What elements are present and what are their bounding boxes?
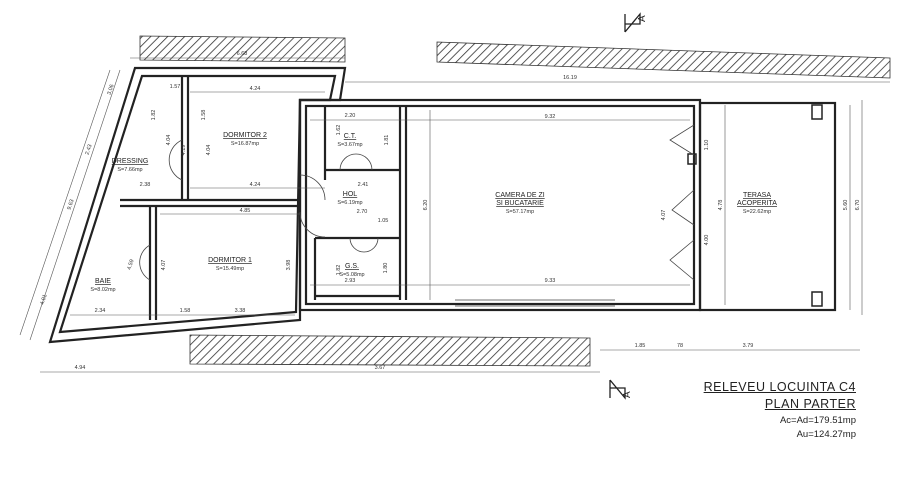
dimension-label: 1.58 (180, 308, 191, 314)
dimension-label: 1.81 (384, 135, 390, 146)
dimension-label: 1.85 (635, 343, 646, 349)
room-area: S=15.49mp (216, 266, 244, 272)
dimension-label: 2.70 (357, 209, 368, 215)
dimension-label: 3.98 (286, 260, 292, 271)
dimension-label: 4.07 (661, 210, 667, 221)
section-label: A (622, 391, 633, 398)
room-area: S=22.62mp (743, 209, 771, 215)
room-name: TERASA (743, 192, 771, 199)
drawing-title: RELEVEU LOCUINTA C4 (703, 380, 856, 394)
room-name: BAIE (95, 278, 111, 285)
dimension-label: 9.63 (67, 199, 76, 211)
dimension-label: 9.32 (545, 114, 556, 120)
dimension-label: 16.19 (563, 75, 577, 81)
room-area: S=8.02mp (90, 287, 115, 293)
room-name: DORMITOR 1 (208, 257, 252, 264)
dimension-label: 2.20 (345, 113, 356, 119)
dimension-label: 3.67 (375, 365, 386, 371)
room-name: G.S. (345, 263, 359, 270)
room-name: DRESSING (112, 158, 149, 165)
section-marker-top: A (624, 12, 648, 33)
dimension-label: 1.05 (378, 218, 389, 224)
dimension-label: 1.10 (704, 140, 710, 151)
room-area: S=57.17mp (506, 209, 534, 215)
hatched-neighbor-wall-bottom (189, 334, 591, 367)
room-name: HOL (343, 191, 358, 198)
dimension-label: 2.41 (358, 182, 369, 188)
dimension-label: 4.24 (250, 86, 261, 92)
room-area: S=5.08mp (339, 272, 364, 278)
dimension-label: 3.38 (235, 308, 246, 314)
dimension-label: 1.58 (201, 110, 207, 121)
room-name: CAMERA DE ZI (495, 192, 544, 199)
room-area: S=7.66mp (117, 167, 142, 173)
dimension-label: 3.06 (107, 84, 116, 96)
hatched-neighbor-wall-top-right (436, 41, 891, 79)
dimension-label: 1.80 (383, 263, 389, 274)
dimension-label: 2.34 (95, 308, 106, 314)
room-name: C.T. (344, 133, 357, 140)
dimension-label: 4.59 (127, 259, 136, 271)
dimension-label: 3.79 (743, 343, 754, 349)
door-swings (139, 124, 695, 281)
room-area: S=6.19mp (337, 200, 362, 206)
usable-area: Au=124.27mp (796, 429, 856, 440)
dimension-texts: 6.68 16.19 4.24 4.24 4.85 1.57 1.82 4.04 4.19 1.5… (40, 51, 861, 371)
dimension-label: 9.33 (545, 278, 556, 284)
room-name: DORMITOR 2 (223, 132, 267, 139)
section-label: A (637, 15, 648, 22)
exterior-walls (48, 66, 837, 344)
dimension-label: 1.62 (336, 125, 342, 136)
room-name: ACOPERITA (737, 200, 777, 207)
dimension-label: 4.00 (704, 235, 710, 246)
dimension-label: 2.38 (140, 182, 151, 188)
room-name: SI BUCATARIE (496, 200, 544, 207)
dimension-label: 78 (677, 343, 683, 349)
dimension-label: 4.19 (181, 145, 187, 156)
dimension-lines (19, 57, 890, 373)
dimension-label: 5.60 (843, 200, 849, 211)
dimension-label: 4.07 (161, 260, 167, 271)
section-marker-bottom: A (609, 379, 633, 400)
room-area: S=3.67mp (337, 142, 362, 148)
dimension-label: 4.04 (166, 135, 172, 146)
dimension-label: 4.01 (40, 294, 49, 306)
dimension-label: 4.04 (206, 145, 212, 156)
dimension-label: 1.82 (151, 110, 157, 121)
dimension-label: 6.20 (423, 200, 429, 211)
dimension-label: 6.68 (237, 51, 248, 57)
drawing-subtitle: PLAN PARTER (764, 397, 856, 411)
dimension-label: 6.70 (855, 200, 861, 211)
dimension-label: 4.24 (250, 182, 261, 188)
dimension-label: 1.57 (170, 84, 181, 90)
room-area: S=16.87mp (231, 141, 259, 147)
dimension-label: 4.85 (240, 208, 251, 214)
dimension-label: 2.43 (85, 144, 94, 156)
dimension-label: 1.82 (336, 265, 342, 276)
dimension-label: 4.94 (75, 365, 86, 371)
interior-walls (120, 76, 615, 320)
built-area: Ac=Ad=179.51mp (779, 415, 856, 426)
hatched-neighbor-wall-top-left (139, 35, 346, 63)
dimension-label: 2.93 (345, 278, 356, 284)
dimension-label: 4.78 (718, 200, 724, 211)
